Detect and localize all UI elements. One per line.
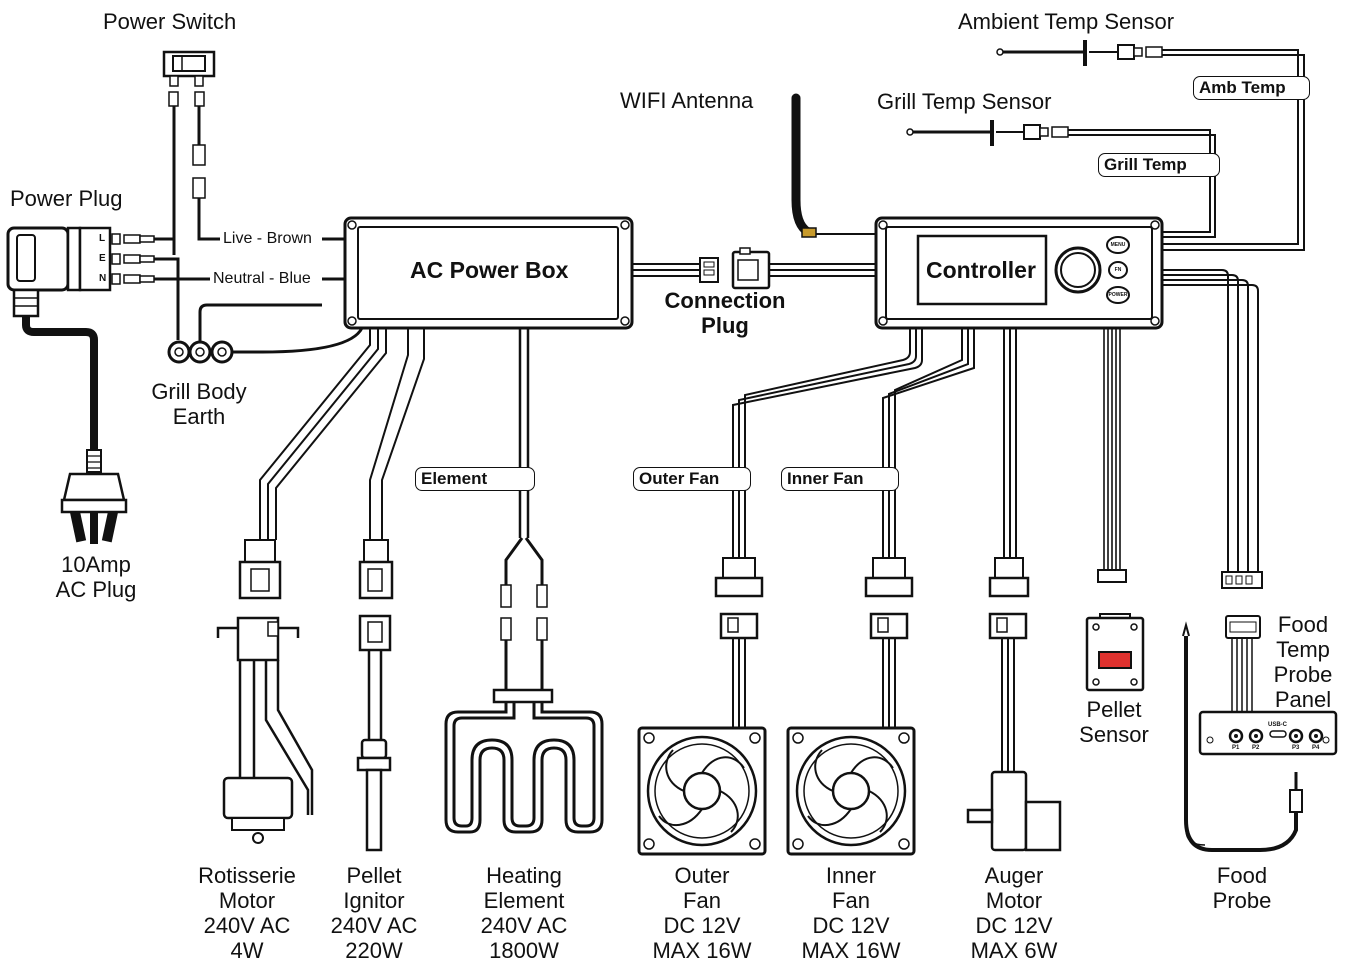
grill-body-earth-label: Grill Body Earth — [151, 379, 247, 429]
ac-plug-label: 10Amp AC Plug — [55, 552, 137, 602]
wifi-antenna-label: WIFI Antenna — [620, 88, 754, 113]
controller-buttons — [1106, 236, 1130, 304]
power-plug-icon — [6, 226, 112, 318]
live-wire-label: Live - Brown — [220, 230, 315, 248]
outer-fan-icon — [637, 726, 767, 856]
plug-pin-e: E — [99, 253, 106, 264]
ambient-temp-sensor-icon — [996, 40, 1163, 66]
food-temp-probe-panel-label: Food Temp Probe Panel — [1273, 612, 1333, 712]
grill-temp-tag: Grill Temp — [1098, 153, 1220, 177]
connection-plug-label: Connection Plug — [664, 288, 786, 338]
power-switch-icon — [162, 50, 216, 107]
earth-ring-icon — [167, 340, 234, 364]
pellet-ignitor-icon — [356, 614, 392, 852]
outer-fan-label: Outer Fan DC 12V MAX 16W — [652, 863, 752, 963]
inner-fan-connector — [864, 557, 914, 728]
auger-motor-icon — [966, 770, 1062, 852]
auger-connector — [988, 557, 1030, 772]
port-p2-label: P2 — [1252, 745, 1260, 751]
inner-fan-label: Inner Fan DC 12V MAX 16W — [801, 863, 901, 963]
ac-power-box-title: AC Power Box — [410, 257, 569, 283]
connection-plug-icon — [699, 247, 771, 290]
food-temp-probe-panel-icon — [1198, 615, 1338, 756]
power-button-label: POWER — [1108, 292, 1128, 298]
amb-temp-tag: Amb Temp — [1193, 76, 1310, 100]
auger-motor-label: Auger Motor DC 12V MAX 6W — [970, 863, 1058, 963]
pellet-sensor-icon — [1085, 613, 1145, 692]
port-p3-label: P3 — [1292, 745, 1300, 751]
plug-pin-n: N — [99, 273, 107, 284]
menu-button-label: MENU — [1110, 242, 1126, 248]
outer-fan-connector — [714, 557, 764, 728]
fn-button-label: FN — [1114, 267, 1122, 273]
pellet-ignitor-label: Pellet Ignitor 240V AC 220W — [330, 863, 418, 963]
food-probe-icon — [1182, 621, 1303, 852]
pellet-sensor-label: Pellet Sensor — [1079, 697, 1149, 747]
heating-element-icon — [444, 688, 604, 834]
grill-temp-sensor-label: Grill Temp Sensor — [877, 89, 1052, 114]
wifi-antenna-icon — [791, 93, 876, 238]
grill-temp-sensor-icon — [906, 120, 1069, 146]
inner-fan-icon — [786, 726, 916, 856]
outer-fan-tag: Outer Fan — [633, 467, 751, 491]
ac-power-box — [343, 216, 634, 330]
usb-port-label: USB-C — [1268, 722, 1287, 728]
rotisserie-motor-icon — [216, 616, 314, 844]
ac-plug-icon — [60, 449, 128, 544]
heating-element-label: Heating Element 240V AC 1800W — [480, 863, 568, 963]
plug-pin-l: L — [99, 233, 106, 244]
port-p4-label: P4 — [1312, 745, 1320, 751]
ambient-temp-sensor-label: Ambient Temp Sensor — [958, 9, 1175, 34]
food-probe-label: Food Probe — [1212, 863, 1272, 913]
port-p1-label: P1 — [1232, 745, 1240, 751]
element-tag: Element — [415, 467, 535, 491]
rotisserie-motor-label: Rotisserie Motor 240V AC 4W — [198, 863, 296, 963]
power-plug-label: Power Plug — [10, 186, 123, 211]
rotisserie-connector — [238, 539, 282, 600]
neutral-wire-label: Neutral - Blue — [210, 270, 314, 288]
inner-fan-tag: Inner Fan — [781, 467, 899, 491]
controller-title: Controller — [926, 257, 1036, 283]
controller-box — [874, 216, 1164, 330]
power-switch-label: Power Switch — [103, 9, 237, 34]
ignitor-connector — [358, 539, 394, 600]
